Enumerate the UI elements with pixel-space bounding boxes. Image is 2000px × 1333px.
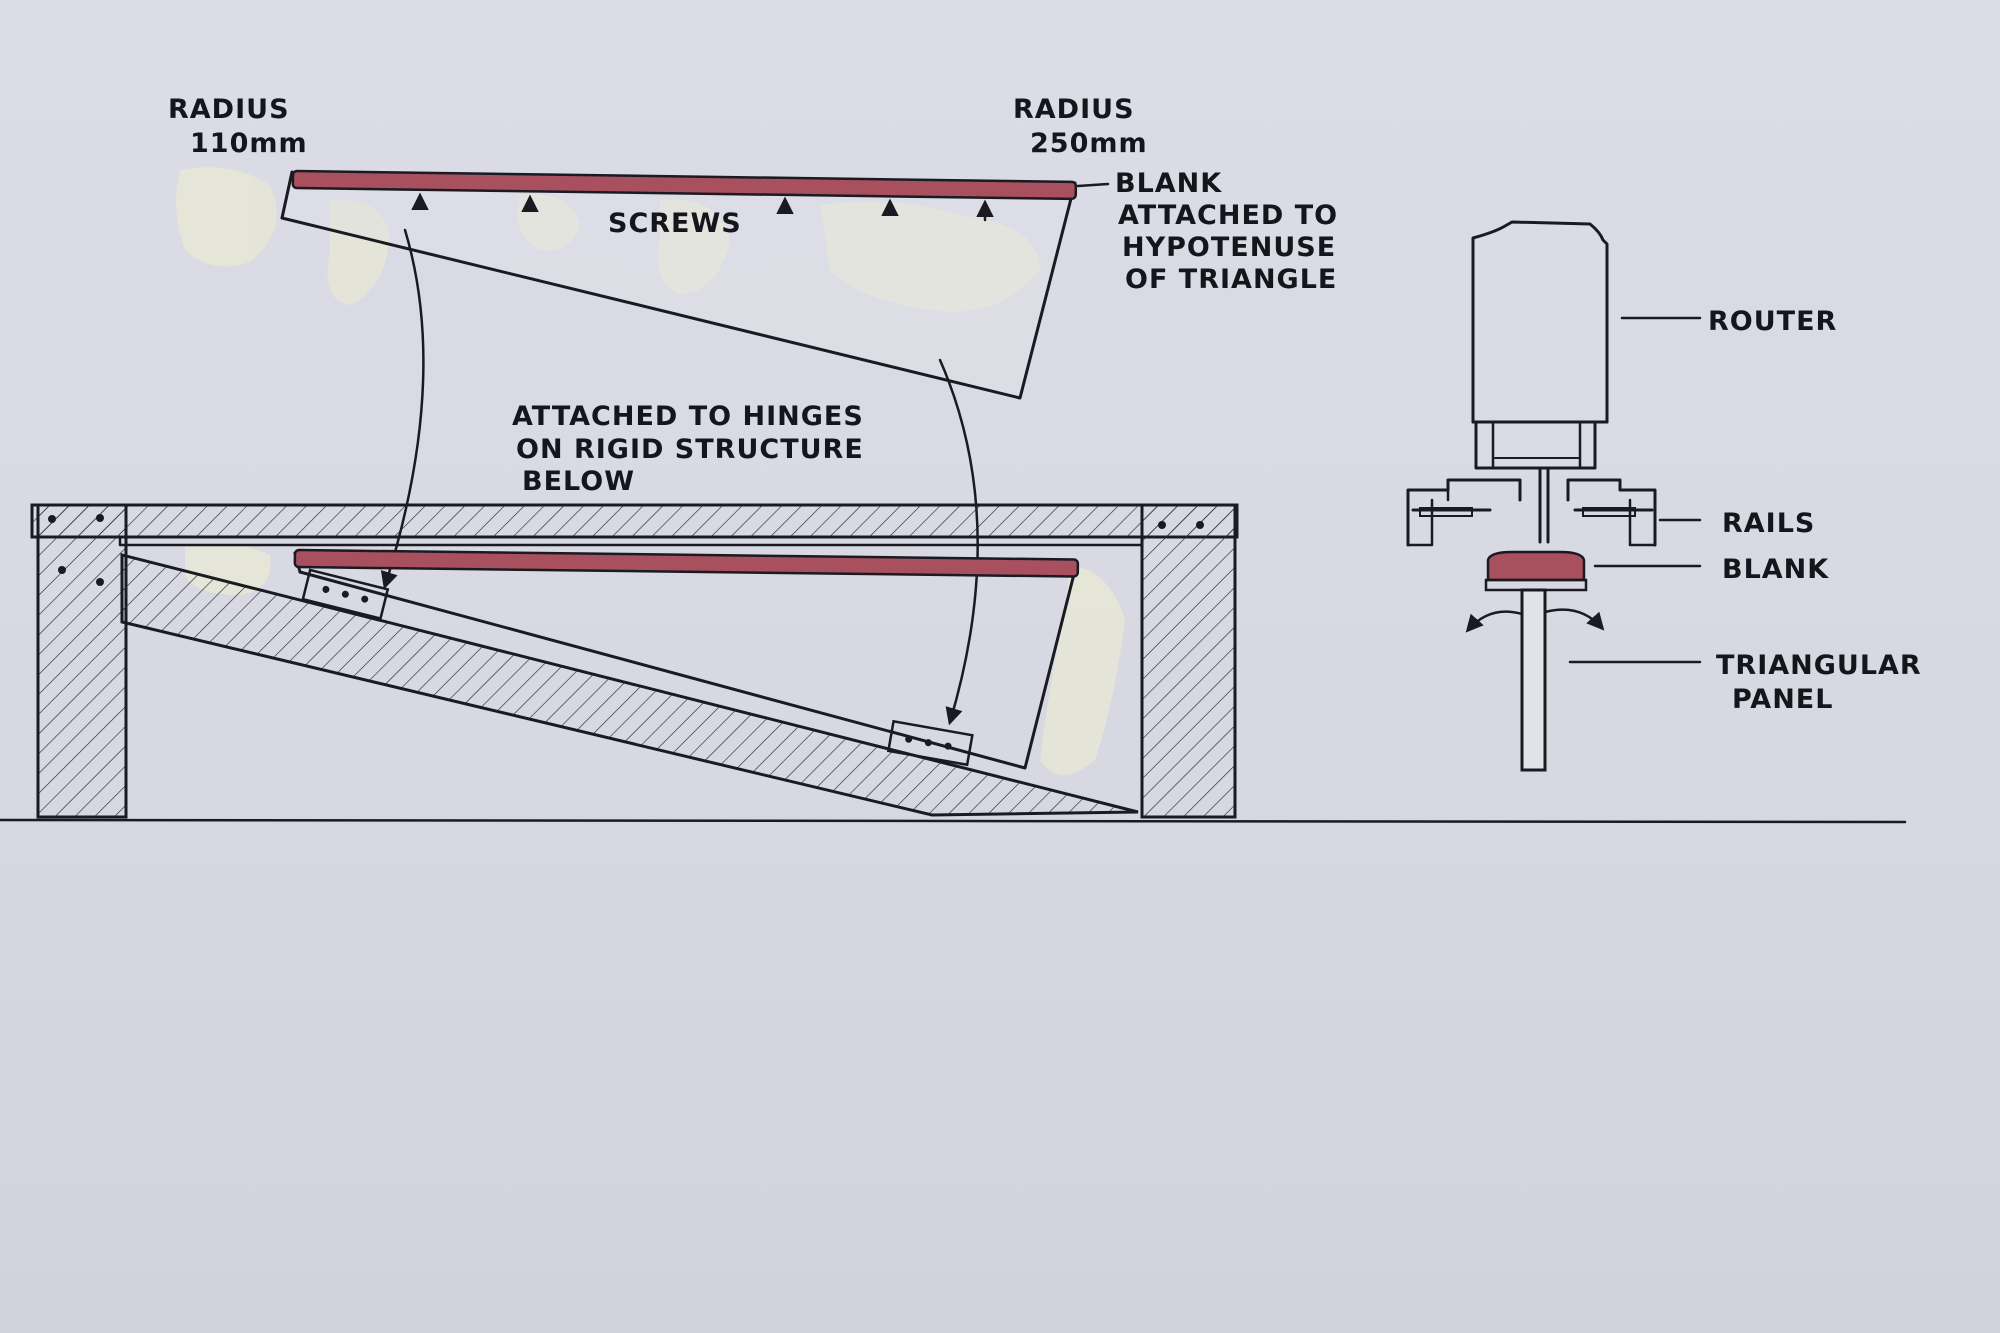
radius-large-value: 250mm	[1030, 128, 1148, 159]
tape-marks	[176, 167, 1125, 775]
radius-small-label: RADIUS	[168, 94, 290, 125]
blank-note-line2: ATTACHED TO	[1118, 200, 1338, 231]
router-side-view	[1406, 220, 1702, 772]
screws-label: SCREWS	[608, 208, 742, 239]
hinge-left	[301, 568, 390, 621]
bolt-dots	[48, 514, 1204, 586]
top-triangle-assembly	[280, 169, 1110, 400]
blank-note-line1: BLANK	[1115, 168, 1222, 199]
bottom-blank-bar	[293, 548, 1080, 578]
hinge-right	[886, 719, 974, 767]
blank-note-line4: OF TRIANGLE	[1125, 264, 1337, 295]
router-label: ROUTER	[1708, 306, 1837, 337]
hinges-note-line3: BELOW	[522, 466, 635, 497]
screw-arrows	[411, 192, 994, 222]
radius-small-value: 110mm	[190, 128, 308, 159]
annotations: RADIUS 110mm RADIUS 250mm BLANK ATTACHED…	[168, 94, 1922, 715]
ground-line	[0, 818, 1907, 824]
rails-label: RAILS	[1722, 508, 1815, 539]
hinges-note-line2: ON RIGID STRUCTURE	[516, 434, 864, 465]
blank-label: BLANK	[1722, 554, 1829, 585]
top-blank-bar	[291, 169, 1078, 201]
side-blank	[1486, 550, 1586, 582]
triangular-panel-label-line2: PANEL	[1732, 684, 1833, 715]
rigid-structure	[30, 503, 1239, 819]
hinges-note-line1: ATTACHED TO HINGES	[512, 401, 864, 432]
radius-large-label: RADIUS	[1013, 94, 1135, 125]
blank-note-line3: HYPOTENUSE	[1122, 232, 1336, 263]
triangular-panel-label-line1: TRIANGULAR	[1716, 650, 1922, 681]
